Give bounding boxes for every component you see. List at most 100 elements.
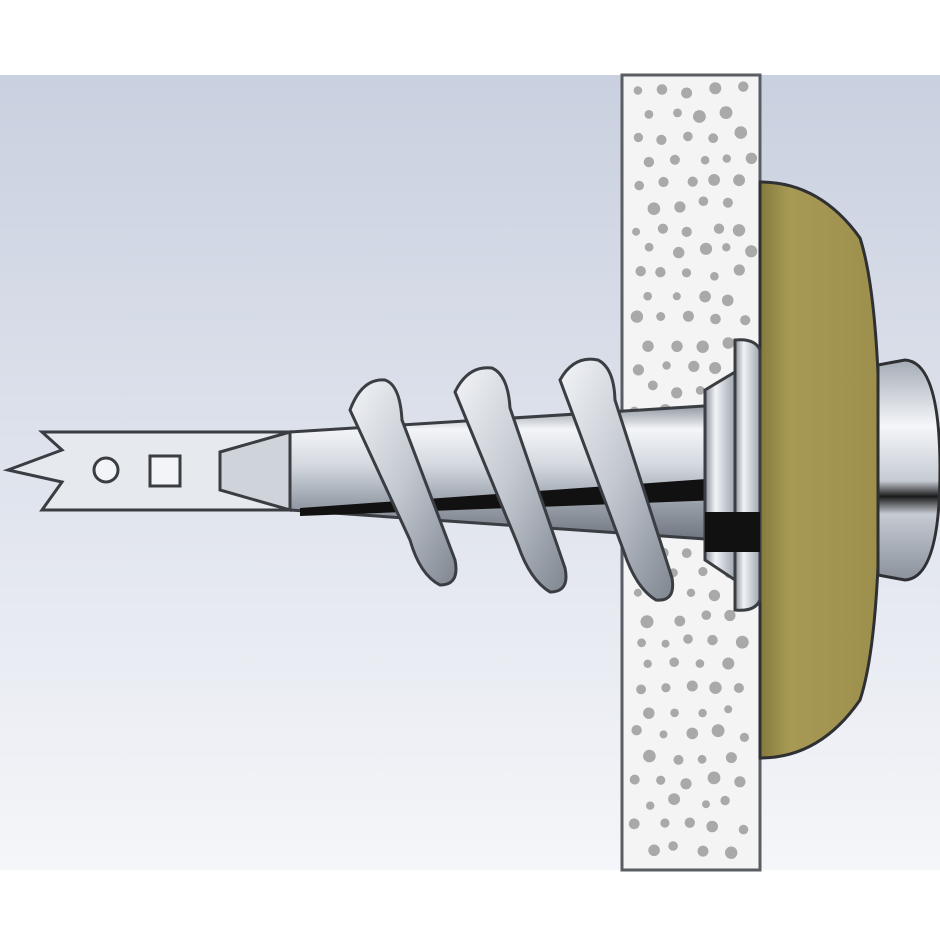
board-dot — [660, 818, 670, 828]
board-dot — [674, 615, 686, 627]
board-dot — [722, 337, 735, 349]
board-dot — [735, 635, 749, 649]
board-dot — [683, 634, 693, 644]
board-dot — [671, 340, 683, 352]
board-dot — [633, 86, 643, 95]
board-dot — [643, 291, 652, 301]
board-dot — [739, 732, 750, 743]
board-dot — [669, 154, 680, 165]
board-dot — [740, 315, 751, 326]
board-dot — [655, 267, 666, 278]
board-dot — [686, 588, 696, 597]
board-dot — [656, 84, 668, 95]
board-dot — [656, 312, 666, 321]
board-dot — [707, 634, 718, 646]
board-dot — [698, 708, 707, 718]
board-dot — [684, 817, 695, 828]
board-dot — [656, 134, 667, 145]
board-dot — [686, 680, 698, 692]
board-dot — [636, 684, 646, 695]
board-dot — [659, 730, 668, 739]
board-dot — [673, 754, 684, 765]
board-dot — [699, 290, 711, 303]
board-dot — [629, 774, 640, 785]
board-dot — [698, 566, 708, 577]
board-dot — [632, 364, 645, 376]
board-dot — [721, 294, 734, 307]
board-dot — [686, 727, 699, 740]
board-dot — [702, 800, 710, 809]
board-dot — [673, 108, 682, 118]
board-dot — [738, 824, 749, 835]
board-dot — [708, 133, 719, 144]
board-dot — [733, 264, 745, 276]
board-dot — [722, 243, 731, 252]
drill-tip-hole — [92, 456, 120, 484]
board-dot — [681, 268, 692, 278]
board-dot — [643, 156, 655, 168]
board-dot — [697, 845, 709, 857]
board-dot — [722, 657, 735, 670]
board-dot — [710, 272, 719, 281]
board-dot — [698, 196, 709, 206]
board-dot — [709, 362, 722, 374]
board-dot — [745, 152, 758, 164]
board-dot — [647, 380, 658, 391]
board-dot — [668, 841, 678, 851]
board-dot — [646, 801, 655, 810]
screw-head — [876, 358, 940, 582]
board-dot — [706, 820, 718, 833]
board-dot — [662, 361, 671, 370]
board-dot — [710, 313, 721, 325]
board-dot — [722, 154, 731, 163]
board-dot — [643, 749, 656, 763]
board-dot — [697, 754, 707, 764]
board-dot — [725, 752, 737, 764]
board-dot — [708, 174, 720, 186]
board-dot — [637, 638, 646, 648]
board-dot — [696, 340, 709, 353]
board-dot — [681, 226, 692, 237]
board-dot — [630, 310, 644, 323]
board-dot — [699, 242, 713, 255]
board-dot — [724, 609, 736, 622]
board-dot — [658, 176, 669, 188]
board-dot — [693, 110, 706, 123]
board-dot — [661, 683, 671, 693]
board-dot — [695, 659, 705, 668]
board-dot — [680, 778, 692, 790]
board-dot — [644, 242, 654, 252]
board-dot — [632, 227, 641, 236]
board-dot — [656, 775, 666, 785]
board-dot — [724, 705, 733, 714]
board-dot — [640, 615, 654, 629]
board-dot — [672, 292, 681, 301]
board-dot — [633, 588, 642, 597]
board-dot — [745, 245, 758, 258]
flange — [703, 338, 762, 612]
board-dot — [722, 197, 733, 208]
board-dot — [738, 81, 749, 92]
board-dot — [634, 180, 644, 191]
board-dot — [633, 132, 644, 143]
board-dot — [688, 360, 700, 372]
board-dot — [674, 201, 686, 213]
board-dot — [687, 176, 698, 187]
board-dot — [670, 708, 679, 718]
board-dot — [725, 846, 738, 859]
board-dot — [713, 223, 725, 234]
board-dot — [733, 683, 744, 693]
board-dot — [734, 126, 748, 139]
board-dot — [701, 610, 712, 620]
board-dot — [700, 155, 710, 165]
board-dot — [642, 340, 654, 352]
board-dot — [661, 639, 670, 648]
board-dot — [673, 246, 685, 259]
board-dot — [720, 795, 730, 806]
board-dot — [631, 725, 642, 736]
board-dot — [643, 659, 652, 668]
board-dot — [711, 724, 725, 738]
board-dot — [719, 106, 733, 119]
